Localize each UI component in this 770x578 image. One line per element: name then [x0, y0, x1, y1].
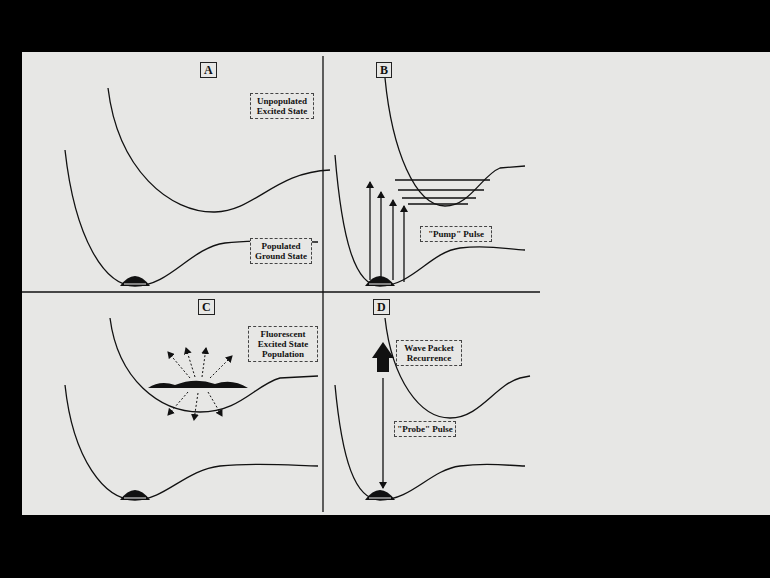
box-text: Fluorescent Excited State Population	[251, 329, 315, 359]
vibrational-level	[402, 197, 476, 198]
emission-arrow	[168, 392, 188, 415]
ground-state-curve	[335, 385, 525, 500]
box-text: "Pump" Pulse	[423, 229, 489, 239]
excited-state-curve	[108, 88, 330, 212]
pump-arrow	[403, 206, 404, 282]
wave-packet	[365, 490, 395, 500]
excited-state-curve	[385, 78, 525, 206]
box-text: C	[202, 300, 211, 314]
emission-arrow	[194, 393, 198, 420]
box-text: A	[204, 63, 213, 77]
wave-packet	[120, 276, 150, 286]
excited-state-curve	[385, 318, 530, 418]
box-text: Populated Ground State	[253, 241, 309, 261]
panel-letter: D	[373, 299, 390, 315]
callout-box: "Probe" Pulse	[394, 421, 456, 437]
vibrational-level	[398, 189, 484, 190]
vibrational-level	[408, 203, 468, 204]
pump-arrow	[380, 192, 381, 278]
emission-arrow	[186, 348, 195, 377]
panel-divider	[322, 56, 323, 512]
emission-arrow	[208, 392, 222, 416]
wave-packet	[120, 490, 150, 500]
callout-box: Unpopulated Excited State	[250, 93, 314, 119]
pump-arrow	[369, 182, 370, 280]
vibrational-level	[369, 284, 391, 285]
wave-packet	[365, 276, 395, 286]
callout-box: Wave Packet Recurrence	[396, 340, 462, 366]
vibrational-level	[369, 498, 391, 499]
recurrence-arrow	[372, 342, 394, 372]
probe-arrow	[382, 378, 383, 488]
panel-letter: C	[198, 299, 215, 315]
vibrational-level	[124, 498, 146, 499]
callout-box: Populated Ground State	[250, 238, 312, 264]
emission-arrow	[202, 348, 206, 377]
emission-arrow	[168, 352, 190, 378]
box-text: B	[380, 63, 388, 77]
callout-box: Fluorescent Excited State Population	[248, 326, 318, 362]
panel-letter: A	[200, 62, 217, 78]
vibrational-level	[395, 179, 490, 180]
vibrational-level	[124, 284, 146, 285]
excited-state-curve	[110, 318, 318, 412]
ground-state-curve	[65, 150, 318, 286]
ground-state-curve	[335, 155, 525, 286]
box-text: Wave Packet Recurrence	[399, 343, 459, 363]
panel-divider	[22, 291, 540, 292]
pump-arrow	[392, 200, 393, 280]
ground-state-curve	[65, 385, 318, 500]
box-text: "Probe" Pulse	[397, 424, 453, 434]
emission-arrow	[210, 356, 232, 378]
box-text: Unpopulated Excited State	[253, 96, 311, 116]
panel-letter: B	[376, 62, 392, 78]
callout-box: "Pump" Pulse	[420, 226, 492, 242]
excited-population	[148, 381, 248, 388]
box-text: D	[377, 300, 386, 314]
